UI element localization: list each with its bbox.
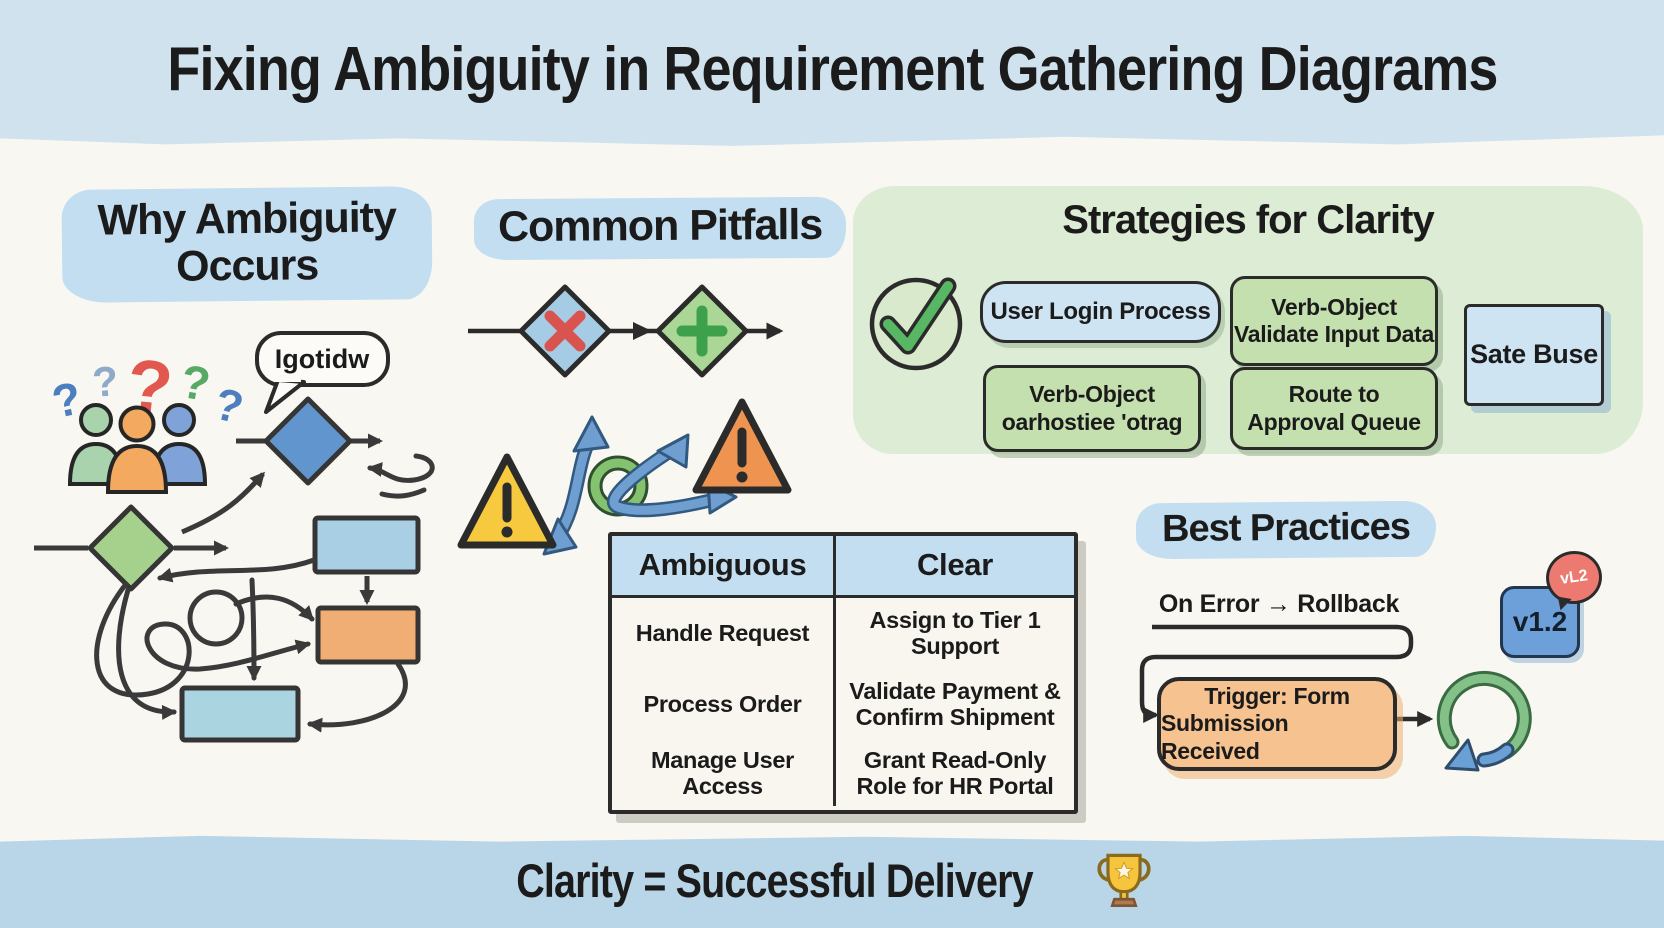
bottom-banner: Clarity = Successful Delivery	[0, 835, 1664, 928]
ambiguous-vs-clear-table: Ambiguous Clear Handle Request Assign to…	[608, 532, 1078, 814]
page-title: Fixing Ambiguity in Requirement Gatherin…	[0, 34, 1664, 105]
strategy-box-label: Sate Buse	[1470, 339, 1598, 370]
trigger-box-label: Trigger: Form	[1204, 682, 1350, 709]
best-practices-flow	[1139, 624, 1532, 772]
question-mark-icon: ?	[177, 354, 214, 411]
why-heading-line2: Occurs	[175, 241, 319, 292]
messy-flowchart-illustration: ? ? ? ? ? Igotidw	[34, 331, 435, 743]
table-cell: Handle Request	[612, 598, 836, 668]
checkmark-icon	[869, 277, 963, 371]
strategy-box-verb-object: Verb-Object oarhostiee 'otrag	[983, 365, 1201, 452]
on-error-rule: On Error → Rollback	[1158, 590, 1400, 618]
plus-icon	[676, 305, 728, 357]
table-cell: Assign to Tier 1 Support	[869, 606, 1041, 659]
table-header-ambiguous: Ambiguous	[612, 536, 836, 598]
crossed-arrows-knot-icon	[542, 415, 738, 556]
strategies-heading: Strategies for Clarity	[1062, 198, 1434, 242]
question-mark-icon: ?	[91, 357, 120, 406]
strategy-box-label: oarhostiee 'otrag	[1001, 408, 1183, 435]
warning-triangle-orange-icon	[692, 398, 792, 494]
speech-bubble-text: Igotidw	[275, 344, 370, 374]
table-cell: Grant Read-Only Role for HR Portal	[856, 746, 1054, 799]
footer-slogan: Clarity = Successful Delivery	[515, 853, 1033, 907]
table-cell: Validate Payment & Confirm Shipment	[849, 677, 1061, 730]
strategy-box-label: Validate Input Data	[1233, 321, 1435, 347]
decision-diamond-blue	[263, 396, 353, 486]
trigger-box: Trigger: Form Submission Received	[1157, 677, 1397, 771]
question-mark-icon: ?	[209, 378, 248, 434]
curved-arrow	[181, 471, 265, 535]
process-box-blue-bottom	[179, 685, 301, 743]
rollback-loop-line	[1139, 624, 1414, 723]
strategy-box-label: Route to	[1288, 381, 1380, 408]
process-box-orange	[315, 605, 421, 665]
version-bubble-label: vL2	[1559, 566, 1589, 588]
table-cell: Process Order	[612, 668, 836, 740]
strategy-box-user-login: User Login Process	[980, 281, 1221, 343]
stakeholders-people-icon	[67, 403, 208, 494]
mid-arrowhead	[633, 322, 652, 340]
x-icon	[544, 310, 586, 352]
process-box-blue	[312, 515, 421, 575]
speech-bubble: Igotidw	[255, 331, 390, 414]
common-pitfalls-heading: Common Pitfalls	[473, 196, 847, 261]
refresh-cycle-icon	[1436, 670, 1532, 772]
loop-back-doodle-icon	[367, 453, 435, 499]
version-badge-label: v1.2	[1512, 606, 1568, 637]
pitfalls-illustration	[457, 284, 792, 556]
page-title-text: Fixing Ambiguity in Requirement Gatherin…	[166, 35, 1498, 104]
decision-diamond-green	[87, 504, 175, 592]
why-ambiguity-heading: Why Ambiguity Occurs	[61, 186, 433, 303]
table-cell: Manage User Access	[612, 740, 836, 806]
tangled-arrows	[94, 557, 408, 733]
strategy-box-label: User Login Process	[990, 297, 1211, 325]
strategy-box-label: Verb-Object	[1029, 381, 1155, 408]
trigger-box-label: Submission Received	[1161, 710, 1289, 764]
strategy-box-label: Verb-Object	[1271, 293, 1397, 320]
strategy-box-validate: Verb-Object Validate Input Data	[1230, 276, 1438, 366]
why-heading-line1: Why Ambiguity	[97, 193, 397, 245]
best-practices-heading: Best Practices	[1135, 500, 1437, 560]
strategy-box-sate-buse: Sate Buse	[1464, 304, 1604, 406]
warning-triangle-yellow-icon	[457, 453, 557, 549]
strategy-box-label: Approval Queue	[1247, 408, 1421, 435]
trophy-icon	[1097, 853, 1152, 907]
strategy-box-route: Route to Approval Queue	[1230, 367, 1438, 450]
top-banner	[0, 0, 1664, 146]
table-header-clear: Clear	[836, 536, 1074, 598]
